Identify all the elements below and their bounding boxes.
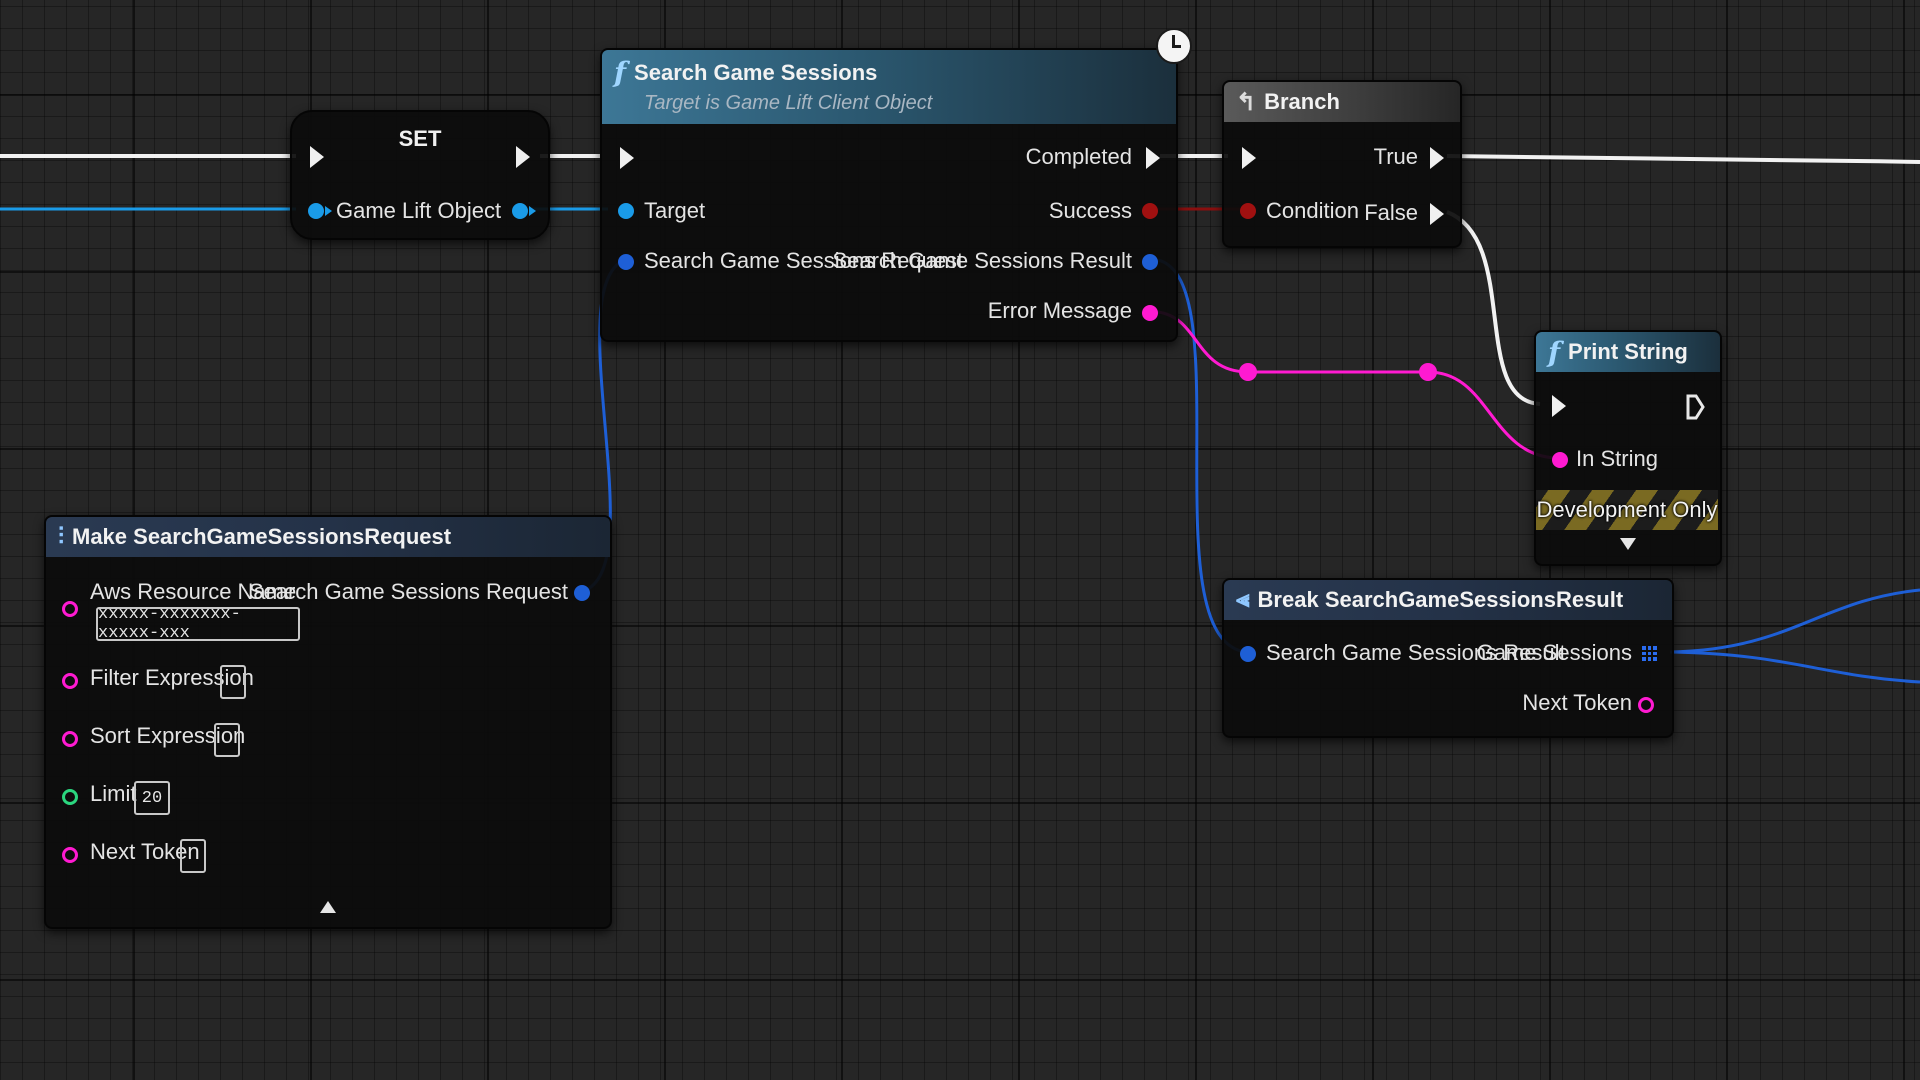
set-node[interactable]: SET Game Lift Object — [290, 110, 550, 240]
next-token-input[interactable] — [180, 839, 206, 873]
array-wire-out-lower[interactable] — [1669, 650, 1920, 684]
next-token-out-pin[interactable] — [1638, 697, 1654, 713]
set-game-lift-object-in-arrow — [325, 206, 332, 216]
search-game-sessions-node[interactable]: f Search Game Sessions Target is Game Li… — [600, 48, 1178, 342]
search-result-label: Search Game Sessions Result — [832, 248, 1132, 273]
exec-wire-true-out[interactable] — [1446, 154, 1920, 164]
branch-title: Branch — [1264, 89, 1340, 114]
next-token-out-label: Next Token — [1522, 690, 1632, 715]
development-only-label: Development Only — [1536, 497, 1718, 522]
break-result-in-label: Search Game Sessions Result — [1266, 640, 1566, 665]
search-completed-pin[interactable] — [1146, 147, 1160, 169]
development-only-banner: Development Only — [1536, 490, 1718, 530]
sort-expression-input[interactable] — [214, 723, 240, 757]
filter-expression-label: Filter Expression — [90, 665, 254, 690]
collapse-arrow-icon[interactable] — [320, 901, 336, 913]
set-exec-out-pin[interactable] — [516, 146, 530, 168]
branch-node[interactable]: ↰ Branch Condition True False — [1222, 80, 1462, 248]
make-request-header[interactable]: ⫶ Make SearchGameSessionsRequest — [46, 517, 610, 557]
limit-label: Limit — [90, 781, 137, 806]
search-game-sessions-title: Search Game Sessions — [634, 60, 878, 85]
search-error-pin[interactable] — [1142, 305, 1158, 321]
search-success-label: Success — [1048, 198, 1132, 223]
branch-true-pin[interactable] — [1430, 147, 1444, 169]
sort-expression-pin[interactable] — [62, 731, 78, 747]
exec-wire-false-to-print[interactable] — [1446, 210, 1541, 406]
print-string-title: Print String — [1568, 339, 1688, 364]
reroute-node-1[interactable] — [1239, 363, 1257, 381]
make-request-output-pin[interactable] — [574, 585, 590, 601]
reroute-node-2[interactable] — [1419, 363, 1437, 381]
search-request-label: Search Game Sessions Request — [644, 248, 964, 273]
set-game-lift-object-out-pin[interactable] — [512, 203, 528, 219]
function-icon: f — [1548, 335, 1561, 369]
search-result-pin[interactable] — [1142, 254, 1158, 270]
branch-header[interactable]: ↰ Branch — [1224, 82, 1460, 122]
print-in-string-pin[interactable] — [1552, 452, 1568, 468]
print-in-string-label: In String — [1576, 446, 1658, 471]
branch-icon: ↰ — [1236, 88, 1257, 116]
aws-resource-name-label: Aws Resource Name — [90, 579, 297, 604]
set-exec-in-pin[interactable] — [310, 146, 324, 168]
game-sessions-label: Game Sessions — [1476, 640, 1632, 665]
aws-resource-name-input[interactable]: xxxxx-xxxxxxx-xxxxx-xxx — [96, 605, 300, 643]
set-game-lift-object-out-arrow — [529, 206, 536, 216]
search-completed-label: Completed — [1025, 144, 1132, 169]
clock-icon — [1156, 28, 1192, 64]
make-request-title: Make SearchGameSessionsRequest — [72, 524, 452, 549]
set-node-title: SET — [398, 126, 442, 151]
branch-false-label: False — [1364, 200, 1418, 225]
make-struct-icon: ⫶ — [58, 523, 64, 550]
print-exec-out-pin[interactable] — [1686, 394, 1706, 420]
break-result-header[interactable]: ⫷ Break SearchGameSessionsResult — [1224, 580, 1672, 620]
print-exec-in-pin[interactable] — [1552, 395, 1566, 417]
make-request-node[interactable]: ⫶ Make SearchGameSessionsRequest Aws Res… — [44, 515, 612, 929]
branch-true-label: True — [1373, 144, 1418, 169]
filter-expression-input[interactable] — [220, 665, 246, 699]
make-request-output-label: Search Game Sessions Request — [248, 579, 568, 604]
search-game-sessions-header[interactable]: f Search Game Sessions Target is Game Li… — [602, 50, 1176, 124]
game-sessions-array-pin[interactable] — [1642, 646, 1657, 661]
filter-expression-pin[interactable] — [62, 673, 78, 689]
limit-input[interactable]: 20 — [134, 781, 170, 815]
break-struct-icon: ⫷ — [1236, 586, 1250, 613]
set-game-lift-object-in-pin[interactable] — [308, 203, 324, 219]
break-result-title: Break SearchGameSessionsResult — [1257, 587, 1624, 612]
limit-pin[interactable] — [62, 789, 78, 805]
branch-false-pin[interactable] — [1430, 203, 1444, 225]
break-result-node[interactable]: ⫷ Break SearchGameSessionsResult Search … — [1222, 578, 1674, 738]
branch-condition-pin[interactable] — [1240, 203, 1256, 219]
struct-wire-result[interactable] — [1157, 258, 1247, 654]
search-exec-in-pin[interactable] — [620, 147, 634, 169]
search-error-label: Error Message — [987, 298, 1132, 323]
search-target-label: Target — [644, 198, 706, 223]
branch-exec-in-pin[interactable] — [1242, 147, 1256, 169]
expand-arrow-icon[interactable] — [1620, 538, 1636, 550]
function-icon: f — [614, 56, 627, 89]
aws-resource-name-pin[interactable] — [62, 601, 78, 617]
next-token-in-pin[interactable] — [62, 847, 78, 863]
branch-condition-label: Condition — [1266, 198, 1359, 223]
search-request-pin[interactable] — [618, 254, 634, 270]
array-wire-out-upper[interactable] — [1669, 588, 1920, 654]
break-result-in-pin[interactable] — [1240, 646, 1256, 662]
search-game-sessions-subtitle: Target is Game Lift Client Object — [644, 92, 933, 114]
sort-expression-label: Sort Expression — [90, 723, 246, 748]
search-success-pin[interactable] — [1142, 203, 1158, 219]
search-target-pin[interactable] — [618, 203, 634, 219]
set-game-lift-object-label: Game Lift Object — [336, 198, 502, 223]
print-string-node[interactable]: f Print String In String Development Onl… — [1534, 330, 1722, 566]
print-string-header[interactable]: f Print String — [1536, 332, 1720, 372]
